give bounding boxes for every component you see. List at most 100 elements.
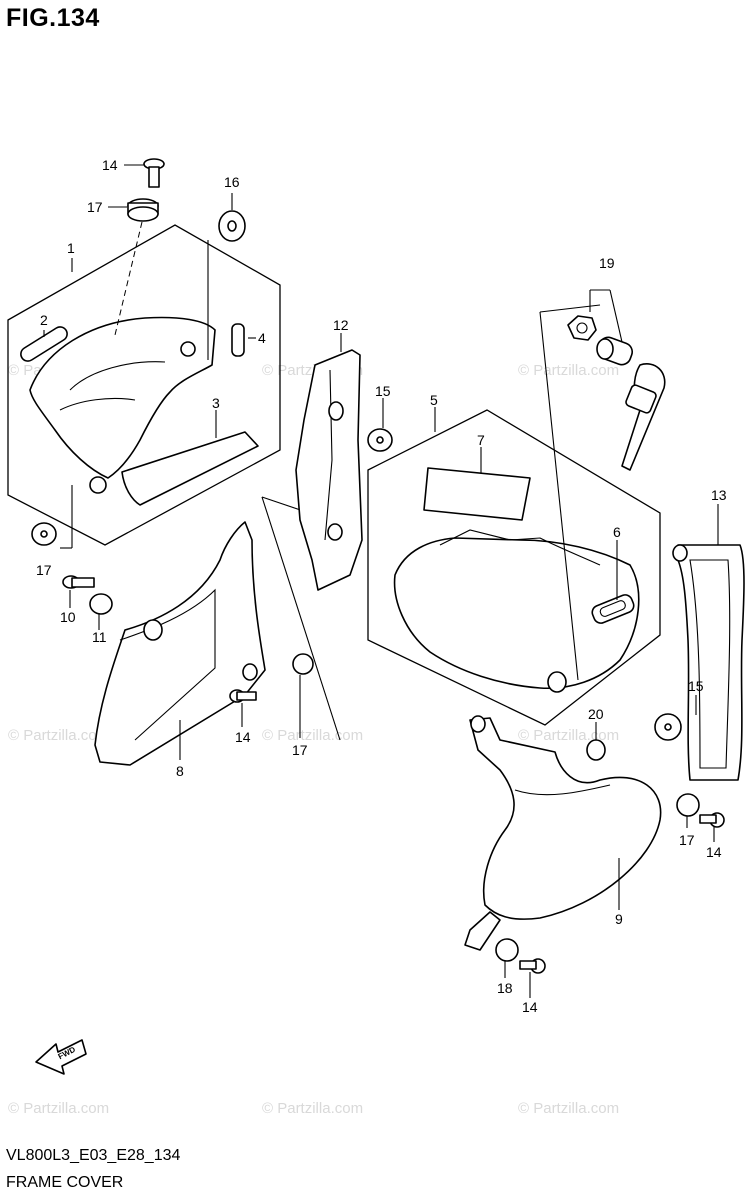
part-12-bracket	[295, 349, 363, 591]
part-8-hole	[143, 619, 163, 641]
part-9-group	[464, 715, 662, 974]
callout-16: 16	[224, 174, 240, 190]
watermark-text: © Partzilla.com	[8, 727, 109, 744]
part-19-group	[567, 289, 666, 471]
callout-17: 17	[679, 832, 695, 848]
callout-5: 5	[430, 392, 438, 408]
part-11-cushion	[89, 593, 113, 615]
watermark-layer: © Partzilla.com © Partzilla.com © Partzi…	[8, 362, 619, 1117]
part-13-inner	[689, 559, 731, 769]
part-14-bolt-shank	[519, 960, 537, 970]
callout-1: 1	[67, 240, 75, 256]
callout-14: 14	[102, 157, 118, 173]
assembly-1-box	[7, 224, 281, 546]
part-9-contour	[514, 784, 611, 796]
callout-15: 15	[688, 678, 704, 694]
watermark-text: © Partzilla.com	[518, 362, 619, 379]
callout-19: 19	[599, 255, 615, 271]
callout-12: 12	[333, 317, 349, 333]
part-5-contour	[439, 529, 601, 566]
leader-lines	[43, 164, 719, 998]
part-20-cushion	[586, 739, 606, 761]
callout-13: 13	[711, 487, 727, 503]
part-8-group	[94, 496, 341, 766]
part-14-bolt-shank	[148, 166, 160, 188]
part-10-bolt-shank	[71, 577, 95, 588]
part-12-group	[295, 349, 363, 591]
callout-2: 2	[40, 312, 48, 328]
callout-8: 8	[176, 763, 184, 779]
assembly-line	[261, 496, 341, 741]
assembly-5-box	[367, 409, 661, 726]
callout-4: 4	[258, 330, 266, 346]
part-18-cushion	[495, 938, 519, 962]
part-3-seal	[121, 431, 259, 506]
callout-6: 6	[613, 524, 621, 540]
part-7-label	[423, 467, 531, 521]
part-13-group	[672, 544, 745, 781]
part-14-bolt-shank	[236, 691, 257, 701]
fwd-arrow: FWD	[35, 1039, 87, 1075]
part-1-mount-hole	[180, 341, 196, 357]
part-19-lock-nut	[567, 315, 597, 341]
assembly-line	[539, 311, 579, 681]
part-13-hole	[672, 544, 688, 562]
part-1-cover	[29, 316, 216, 479]
part-15-hole	[664, 723, 672, 731]
part-1-contour	[59, 397, 136, 411]
callout-9: 9	[615, 911, 623, 927]
callout-20: 20	[588, 706, 604, 722]
watermark-text: © Partzilla.com	[262, 1100, 363, 1117]
part-12-contour	[324, 369, 333, 541]
part-15-hole	[376, 436, 384, 444]
part-1-mount-hole	[89, 476, 107, 494]
part-9-mount	[464, 911, 501, 951]
part-9-hole	[470, 715, 486, 733]
hardware-10-11	[62, 575, 113, 615]
part-1-contour	[69, 361, 166, 391]
watermark-text: © Partzilla.com	[262, 727, 363, 744]
part-19-key-head	[625, 384, 657, 414]
assembly-5-group	[367, 304, 661, 726]
callout-7: 7	[477, 432, 485, 448]
part-17-hole	[40, 530, 48, 538]
part-5-hole	[547, 671, 567, 693]
part-19-lock-face	[596, 338, 614, 360]
figure-code: VL800L3_E03_E28_134	[6, 1147, 181, 1164]
callouts: 14 17 16 1 2 4 3 17 10 11 12 15 5 7 6 19…	[36, 157, 727, 1015]
callout-3: 3	[212, 395, 220, 411]
callout-14: 14	[235, 729, 251, 745]
part-16-grommet-hole	[227, 220, 237, 232]
watermark-text: © Partzilla.com	[518, 1100, 619, 1117]
callout-17: 17	[87, 199, 103, 215]
callout-10: 10	[60, 609, 76, 625]
callout-15: 15	[375, 383, 391, 399]
figure-caption: FRAME COVER	[6, 1174, 124, 1191]
part-4-collar	[231, 323, 245, 357]
assembly-1-group	[7, 158, 281, 546]
callout-11: 11	[92, 629, 107, 645]
part-8-frame-cover	[94, 521, 266, 766]
part-2-emblem	[20, 326, 68, 362]
part-19-key	[621, 363, 666, 471]
part-12-hole	[327, 523, 343, 541]
part-13-bracket	[677, 544, 745, 781]
part-8-hole	[242, 663, 258, 681]
callout-14: 14	[522, 999, 538, 1015]
callout-17: 17	[36, 562, 52, 578]
part-14-bolt-shank	[699, 814, 717, 824]
callout-14: 14	[706, 844, 722, 860]
part-19-lock-nut-hole	[576, 322, 588, 334]
part-17-cushion	[676, 793, 700, 817]
fwd-arrow-shape	[35, 1039, 87, 1075]
callout-17: 17	[292, 742, 308, 758]
part-9-frame-cover	[469, 717, 662, 920]
part-6-emblem-inner	[599, 600, 626, 617]
watermark-text: © Partzilla.com	[8, 1100, 109, 1117]
callout-18: 18	[497, 980, 513, 996]
part-5-cover	[393, 537, 640, 690]
leader-line	[609, 289, 623, 343]
part-17-cushion-bottom	[127, 206, 159, 222]
figure-title: FIG.134	[6, 4, 100, 32]
